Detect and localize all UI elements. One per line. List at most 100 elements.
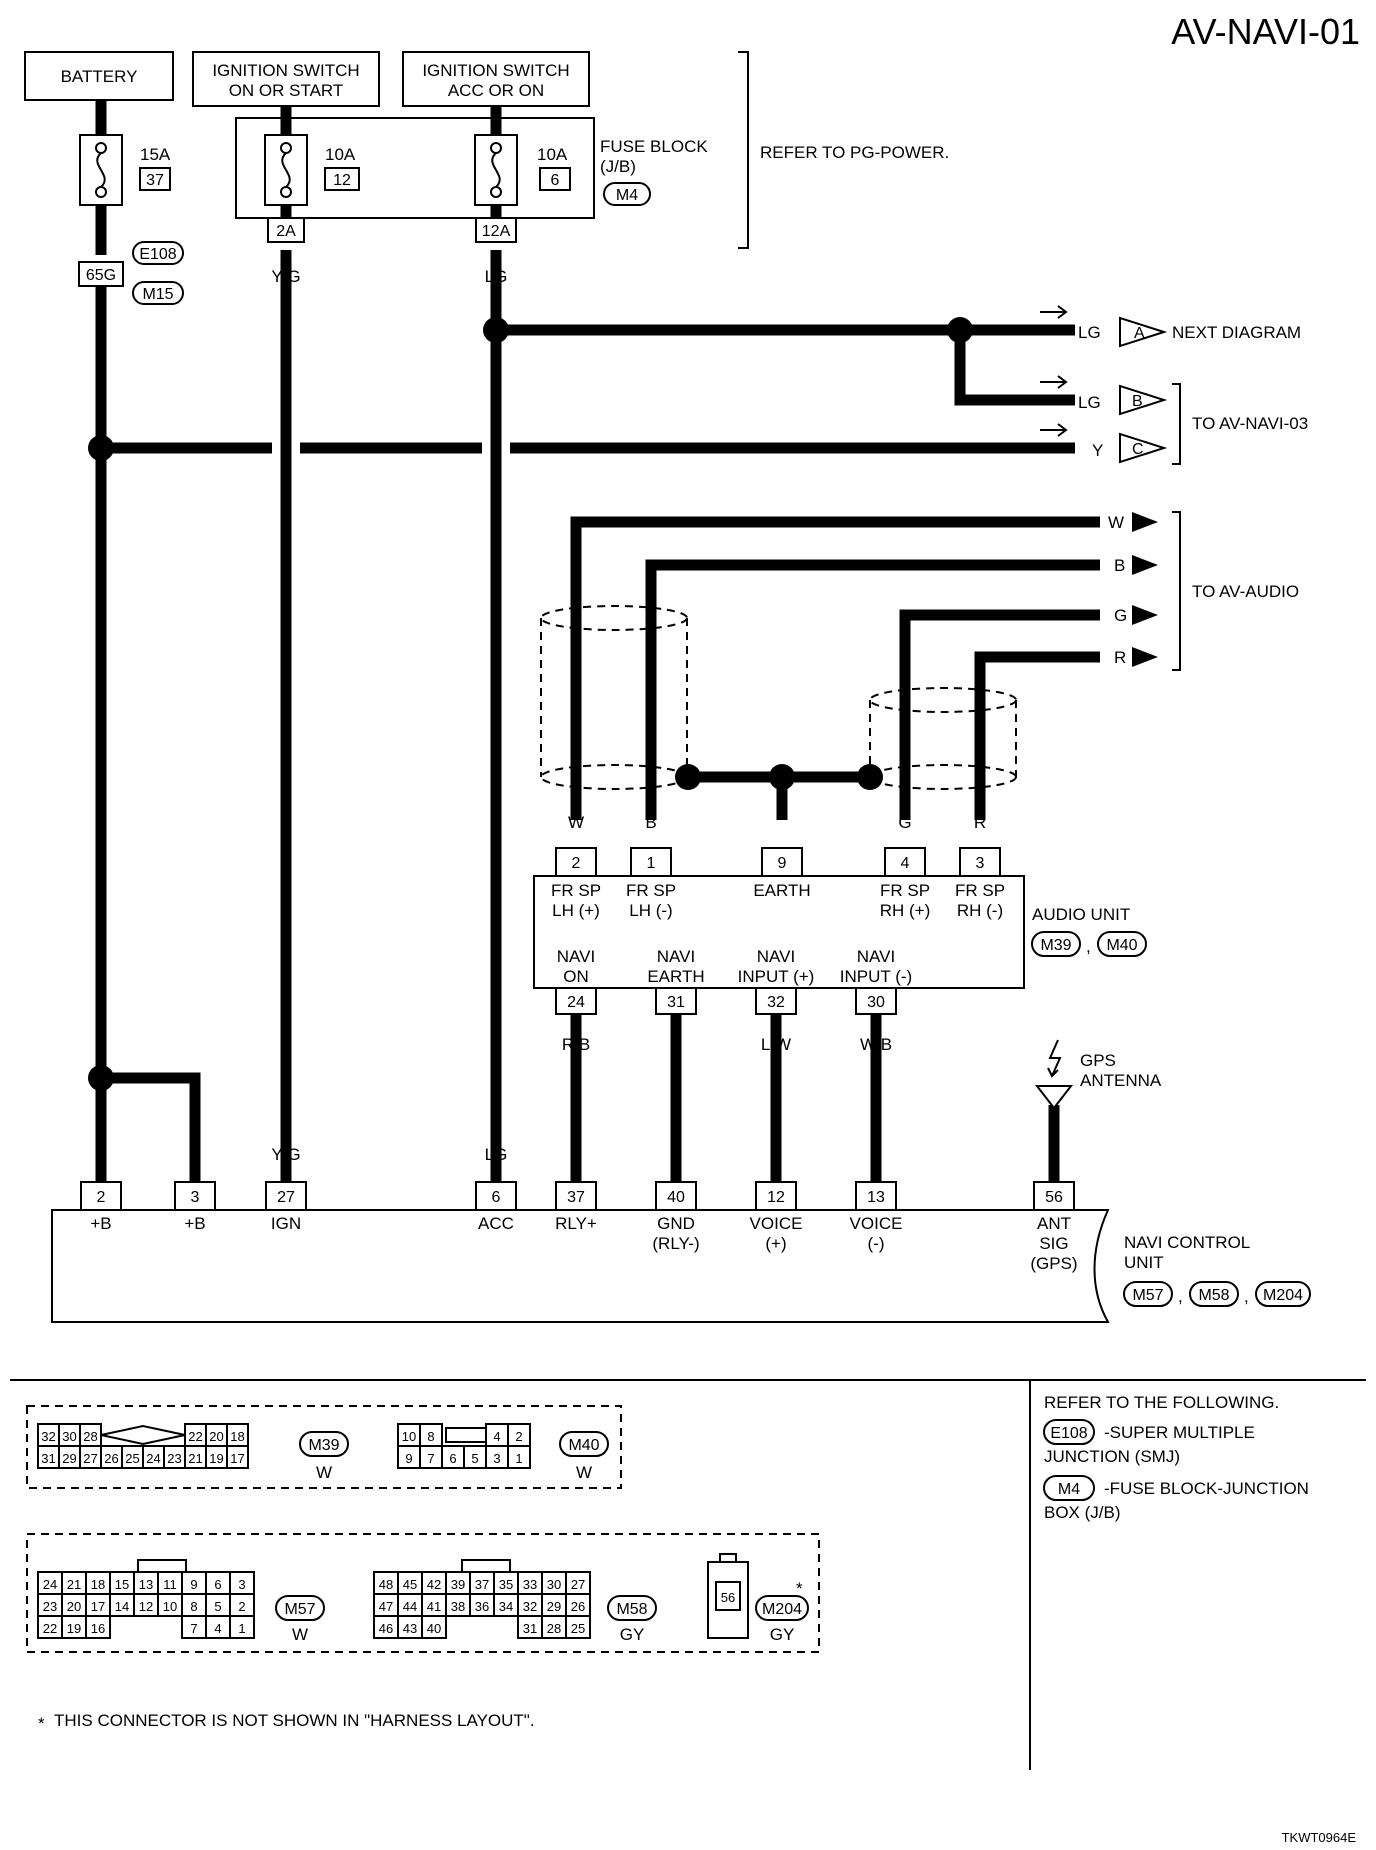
connector-pin-num: 33	[523, 1577, 537, 1592]
ignition-on-box: IGNITION SWITCH ON OR START	[192, 51, 380, 107]
connector-pin-num: 48	[379, 1577, 393, 1592]
svg-text:RH (-): RH (-)	[957, 901, 1003, 920]
navi-terminal-num: 37	[567, 1189, 585, 1206]
svg-text:*: *	[796, 1579, 803, 1598]
connector-pin	[565, 1615, 591, 1639]
connector-pin-num: 34	[499, 1599, 513, 1614]
svg-text:Y/G: Y/G	[271, 1145, 300, 1164]
svg-text:10A: 10A	[537, 145, 568, 164]
connector-pin-num: 6	[449, 1451, 456, 1466]
svg-text:M58: M58	[616, 1601, 647, 1618]
svg-text:LH (+): LH (+)	[552, 901, 600, 920]
svg-text:Y: Y	[1092, 441, 1103, 460]
connector-pin-num: 8	[190, 1599, 197, 1614]
fb-term-2a: 2A	[276, 223, 296, 240]
connector-pin-num: 36	[475, 1599, 489, 1614]
connector-pin-num: 28	[83, 1429, 97, 1444]
svg-text:LG: LG	[1078, 323, 1101, 342]
connector-pin-num: 12	[139, 1599, 153, 1614]
svg-text:M40: M40	[568, 1437, 599, 1454]
connector-pin-num: 32	[41, 1429, 55, 1444]
connector-pin-num: 41	[427, 1599, 441, 1614]
navi-terminal-label: SIG	[1039, 1234, 1068, 1253]
svg-text:BOX (J/B): BOX (J/B)	[1044, 1503, 1121, 1522]
svg-text:G: G	[1114, 606, 1127, 625]
svg-text:RH (+): RH (+)	[880, 901, 931, 920]
ref-c: Y C	[1040, 423, 1168, 464]
svg-text:NAVI: NAVI	[857, 947, 895, 966]
svg-text:EARTH: EARTH	[753, 881, 810, 900]
connector-pin-num: 2	[238, 1599, 245, 1614]
svg-text:A: A	[1134, 325, 1145, 342]
connector-pin-num: 1	[515, 1451, 522, 1466]
svg-text:Y: Y	[189, 1145, 200, 1164]
navi-terminal-label: +B	[184, 1214, 205, 1233]
svg-text:32: 32	[767, 994, 785, 1011]
fuse-10a-acc: 10A 6	[474, 120, 571, 218]
connector-pin-num: 18	[230, 1429, 244, 1444]
svg-text:LH (-): LH (-)	[629, 901, 672, 920]
svg-text:(J/B): (J/B)	[600, 157, 636, 176]
connector-pin-num: 22	[43, 1621, 57, 1636]
svg-text:-FUSE BLOCK-JUNCTION: -FUSE BLOCK-JUNCTION	[1104, 1479, 1309, 1498]
connector-pin-num: 45	[403, 1577, 417, 1592]
connector-pin	[507, 1445, 531, 1469]
navi-terminal-num: 13	[867, 1189, 885, 1206]
svg-text:ON: ON	[563, 967, 589, 986]
connector-pin-num: 19	[209, 1451, 223, 1466]
svg-text:ON OR START: ON OR START	[229, 81, 344, 100]
svg-text:12: 12	[333, 172, 351, 189]
svg-text:E108: E108	[1050, 1425, 1087, 1442]
svg-text:FR SP: FR SP	[955, 881, 1005, 900]
refer-pg-power: REFER TO PG-POWER.	[760, 143, 949, 162]
diagram-code: TKWT0964E	[1282, 1830, 1357, 1845]
navi-terminal-label: IGN	[271, 1214, 301, 1233]
svg-text:B: B	[1132, 393, 1143, 410]
svg-text:NAVI: NAVI	[557, 947, 595, 966]
svg-text:M39: M39	[308, 1437, 339, 1454]
connector-pin	[226, 1445, 249, 1469]
navi-terminal-label: (-)	[868, 1234, 885, 1253]
conn-m15: M15	[142, 286, 173, 303]
svg-text:-SUPER MULTIPLE: -SUPER MULTIPLE	[1104, 1423, 1255, 1442]
svg-text:24: 24	[567, 994, 585, 1011]
svg-text:NEXT DIAGRAM: NEXT DIAGRAM	[1172, 323, 1301, 342]
navi-terminal-num: 56	[1045, 1189, 1063, 1206]
svg-text:2: 2	[572, 855, 581, 872]
connector-pin-num: 31	[523, 1621, 537, 1636]
fuse-10a-ign: 10A 12	[264, 120, 360, 218]
svg-text:31: 31	[667, 994, 685, 1011]
connector-pin-num: 17	[230, 1451, 244, 1466]
conn-m57-ref: M57	[1132, 1287, 1163, 1304]
shield-left	[540, 605, 688, 790]
connector-pin-num: 30	[547, 1577, 561, 1592]
connector-pin-num: 28	[547, 1621, 561, 1636]
svg-text:3: 3	[976, 855, 985, 872]
connector-key	[100, 1424, 186, 1446]
svg-text:M4: M4	[1058, 1481, 1080, 1498]
navi-terminal-num: 27	[277, 1189, 295, 1206]
navi-terminal-label: (RLY-)	[652, 1234, 699, 1253]
navi-terminal-num: 40	[667, 1189, 685, 1206]
connector-pin-num: 47	[379, 1599, 393, 1614]
navi-terminal-num: 3	[191, 1189, 200, 1206]
navi-terminal-label: (GPS)	[1030, 1254, 1077, 1273]
ignition-acc-box: IGNITION SWITCH ACC OR ON	[402, 51, 590, 107]
navi-terminal-label: RLY+	[555, 1214, 597, 1233]
navi-terminal-label: (+)	[765, 1234, 786, 1253]
svg-text:GPS: GPS	[1080, 1051, 1116, 1070]
svg-text:NAVI: NAVI	[657, 947, 695, 966]
connector-pin-num: 11	[163, 1577, 177, 1592]
connector-pin-num: 20	[209, 1429, 223, 1444]
svg-text:LG: LG	[485, 1145, 508, 1164]
smj-term: 65G	[86, 267, 116, 284]
navi-terminal-3: 3 +B	[174, 1181, 216, 1233]
svg-text:M4: M4	[616, 187, 638, 204]
connector-m204: 56	[707, 1553, 749, 1639]
conn-m204-ref: M204	[1263, 1287, 1303, 1304]
fuse-15a: 15A 37	[79, 100, 171, 250]
